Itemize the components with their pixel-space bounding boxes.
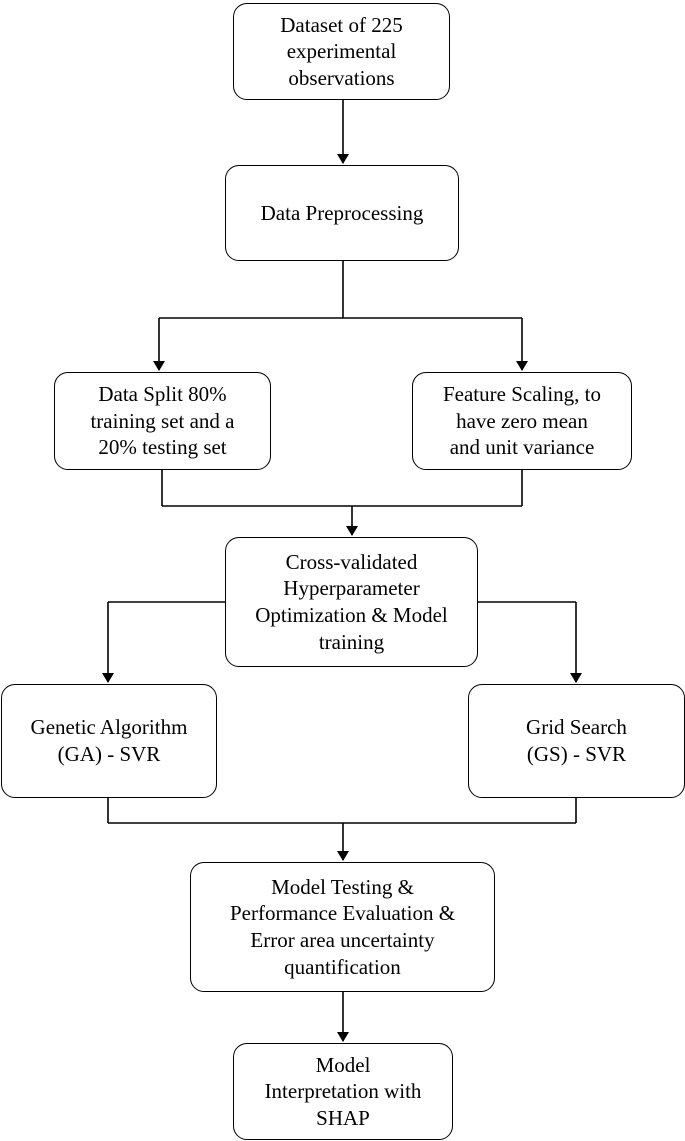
data-split-node: Data Split 80% training set and a 20% te… [54,372,271,470]
data-split-label: Data Split 80% training set and a 20% te… [90,382,235,460]
grid-search-label: Grid Search (GS) - SVR [526,715,627,766]
cross-validation-node: Cross-validated Hyperparameter Optimizat… [225,537,478,667]
interpretation-node: Model Interpretation with SHAP [233,1043,453,1140]
preprocessing-node: Data Preprocessing [225,165,459,261]
cross-validation-label: Cross-validated Hyperparameter Optimizat… [255,549,448,654]
feature-scaling-node: Feature Scaling, to have zero mean and u… [412,372,632,470]
grid-search-node: Grid Search (GS) - SVR [468,684,685,798]
genetic-algorithm-label: Genetic Algorithm (GA) - SVR [30,715,188,766]
feature-scaling-label: Feature Scaling, to have zero mean and u… [442,382,602,460]
interpretation-label: Model Interpretation with SHAP [264,1052,422,1130]
genetic-algorithm-node: Genetic Algorithm (GA) - SVR [1,684,217,798]
preprocessing-label: Data Preprocessing [260,200,424,225]
dataset-node: Dataset of 225 experimental observations [233,3,450,100]
model-testing-node: Model Testing & Performance Evaluation &… [190,862,495,992]
model-testing-label: Model Testing & Performance Evaluation &… [229,874,456,979]
dataset-label: Dataset of 225 experimental observations [280,12,403,90]
